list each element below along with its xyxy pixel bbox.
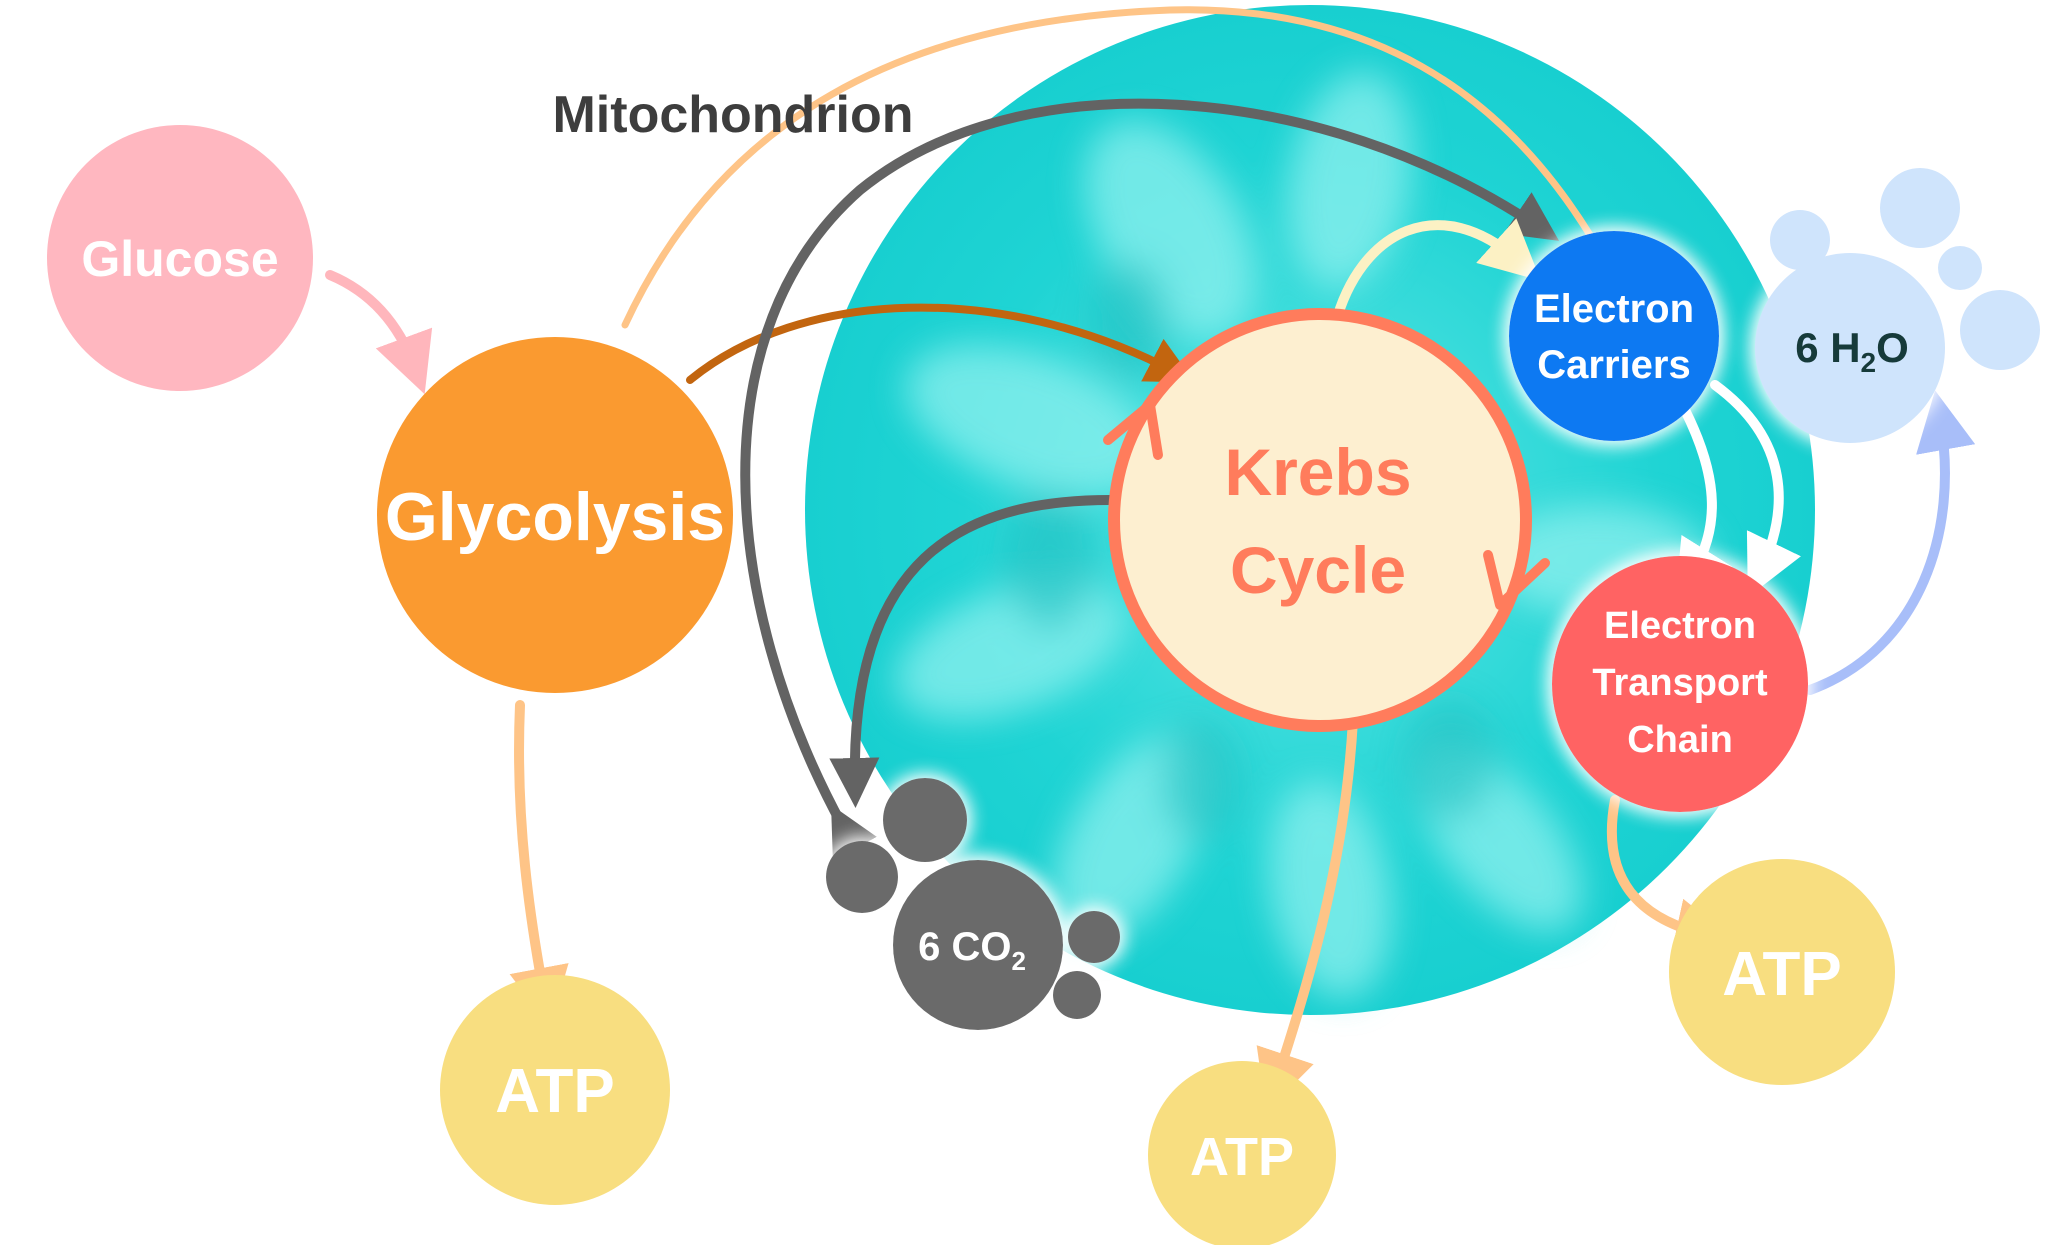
glycolysis-label: Glycolysis xyxy=(385,479,725,555)
etc-label-line-1: Electron xyxy=(1604,605,1756,647)
atp-krebs-node: ATP xyxy=(1148,1061,1336,1245)
krebs-label-line-2: Cycle xyxy=(1230,533,1406,607)
electron-carriers-label-line-1: Electron xyxy=(1534,287,1694,331)
glucose-label: Glucose xyxy=(81,231,278,287)
arrow-krebs-to-atp xyxy=(1256,715,1358,1112)
arrow-krebs-to-electron-carriers xyxy=(1330,218,1541,330)
electron-carriers-node xyxy=(1509,231,1719,441)
atp-glycolysis-label: ATP xyxy=(495,1057,614,1126)
diagram-title: Mitochondrion xyxy=(552,86,913,144)
krebs-cycle-arrowhead-right xyxy=(1483,550,1550,610)
arrow-glycolysis-to-electron-carriers xyxy=(621,6,1594,329)
arrow-gray-big-arc xyxy=(740,98,1560,861)
water-node xyxy=(1755,168,2040,443)
atp-krebs-label: ATP xyxy=(1190,1127,1294,1187)
arrow-glycolysis-to-atp xyxy=(509,700,569,1028)
glycolysis-node: Glycolysis xyxy=(377,337,733,693)
co2-node xyxy=(826,778,1120,1030)
arrow-glucose-to-glycolysis xyxy=(325,270,433,395)
atp-etc-node: ATP xyxy=(1669,859,1895,1085)
etc-label-line-2: Transport xyxy=(1592,662,1768,704)
arrow-krebs-to-co2 xyxy=(829,495,1115,808)
water-label: 6 H2O xyxy=(1795,324,1909,378)
glucose-node: Glucose xyxy=(47,125,313,391)
electron-carriers-label-line-2: Carriers xyxy=(1537,343,1690,387)
krebs-cycle-node: Krebs Cycle xyxy=(1103,308,1550,732)
krebs-cycle-arrowhead-left xyxy=(1103,400,1163,460)
arrow-carriers-to-etc-2 xyxy=(1710,380,1801,598)
atp-glycolysis-node: ATP xyxy=(440,975,670,1205)
co2-label: 6 CO2 xyxy=(918,925,1026,976)
krebs-label-line-1: Krebs xyxy=(1224,435,1411,509)
etc-label-line-3: Chain xyxy=(1627,719,1733,761)
atp-etc-label: ATP xyxy=(1722,940,1841,1009)
arrow-etc-to-water xyxy=(1805,390,1976,695)
electron-transport-chain-node xyxy=(1552,556,1808,812)
